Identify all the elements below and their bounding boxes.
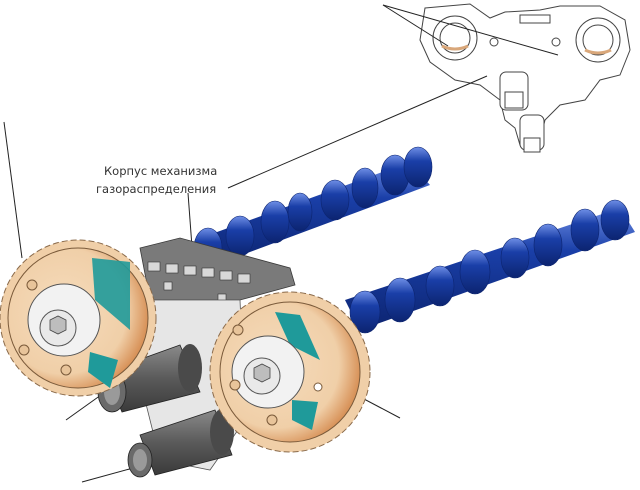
bolt-right (253, 363, 271, 383)
vane-left-1 (92, 258, 130, 330)
camshaft-upper (193, 146, 433, 269)
vane-right-1 (275, 312, 320, 360)
solenoid-valve-lower (127, 409, 234, 478)
camshaft-adjuster-left (0, 239, 157, 397)
vane-left-2 (88, 352, 118, 388)
camshaft-adjuster-right (209, 291, 371, 453)
label-housing-line2: газораспределения (96, 182, 217, 196)
bolt-left (49, 315, 67, 335)
label-housing-line1: Корпус механизма (104, 164, 218, 178)
inset-housing-drawing (419, 3, 631, 153)
vane-right-2 (292, 400, 318, 430)
camshaft-lower (345, 199, 635, 334)
